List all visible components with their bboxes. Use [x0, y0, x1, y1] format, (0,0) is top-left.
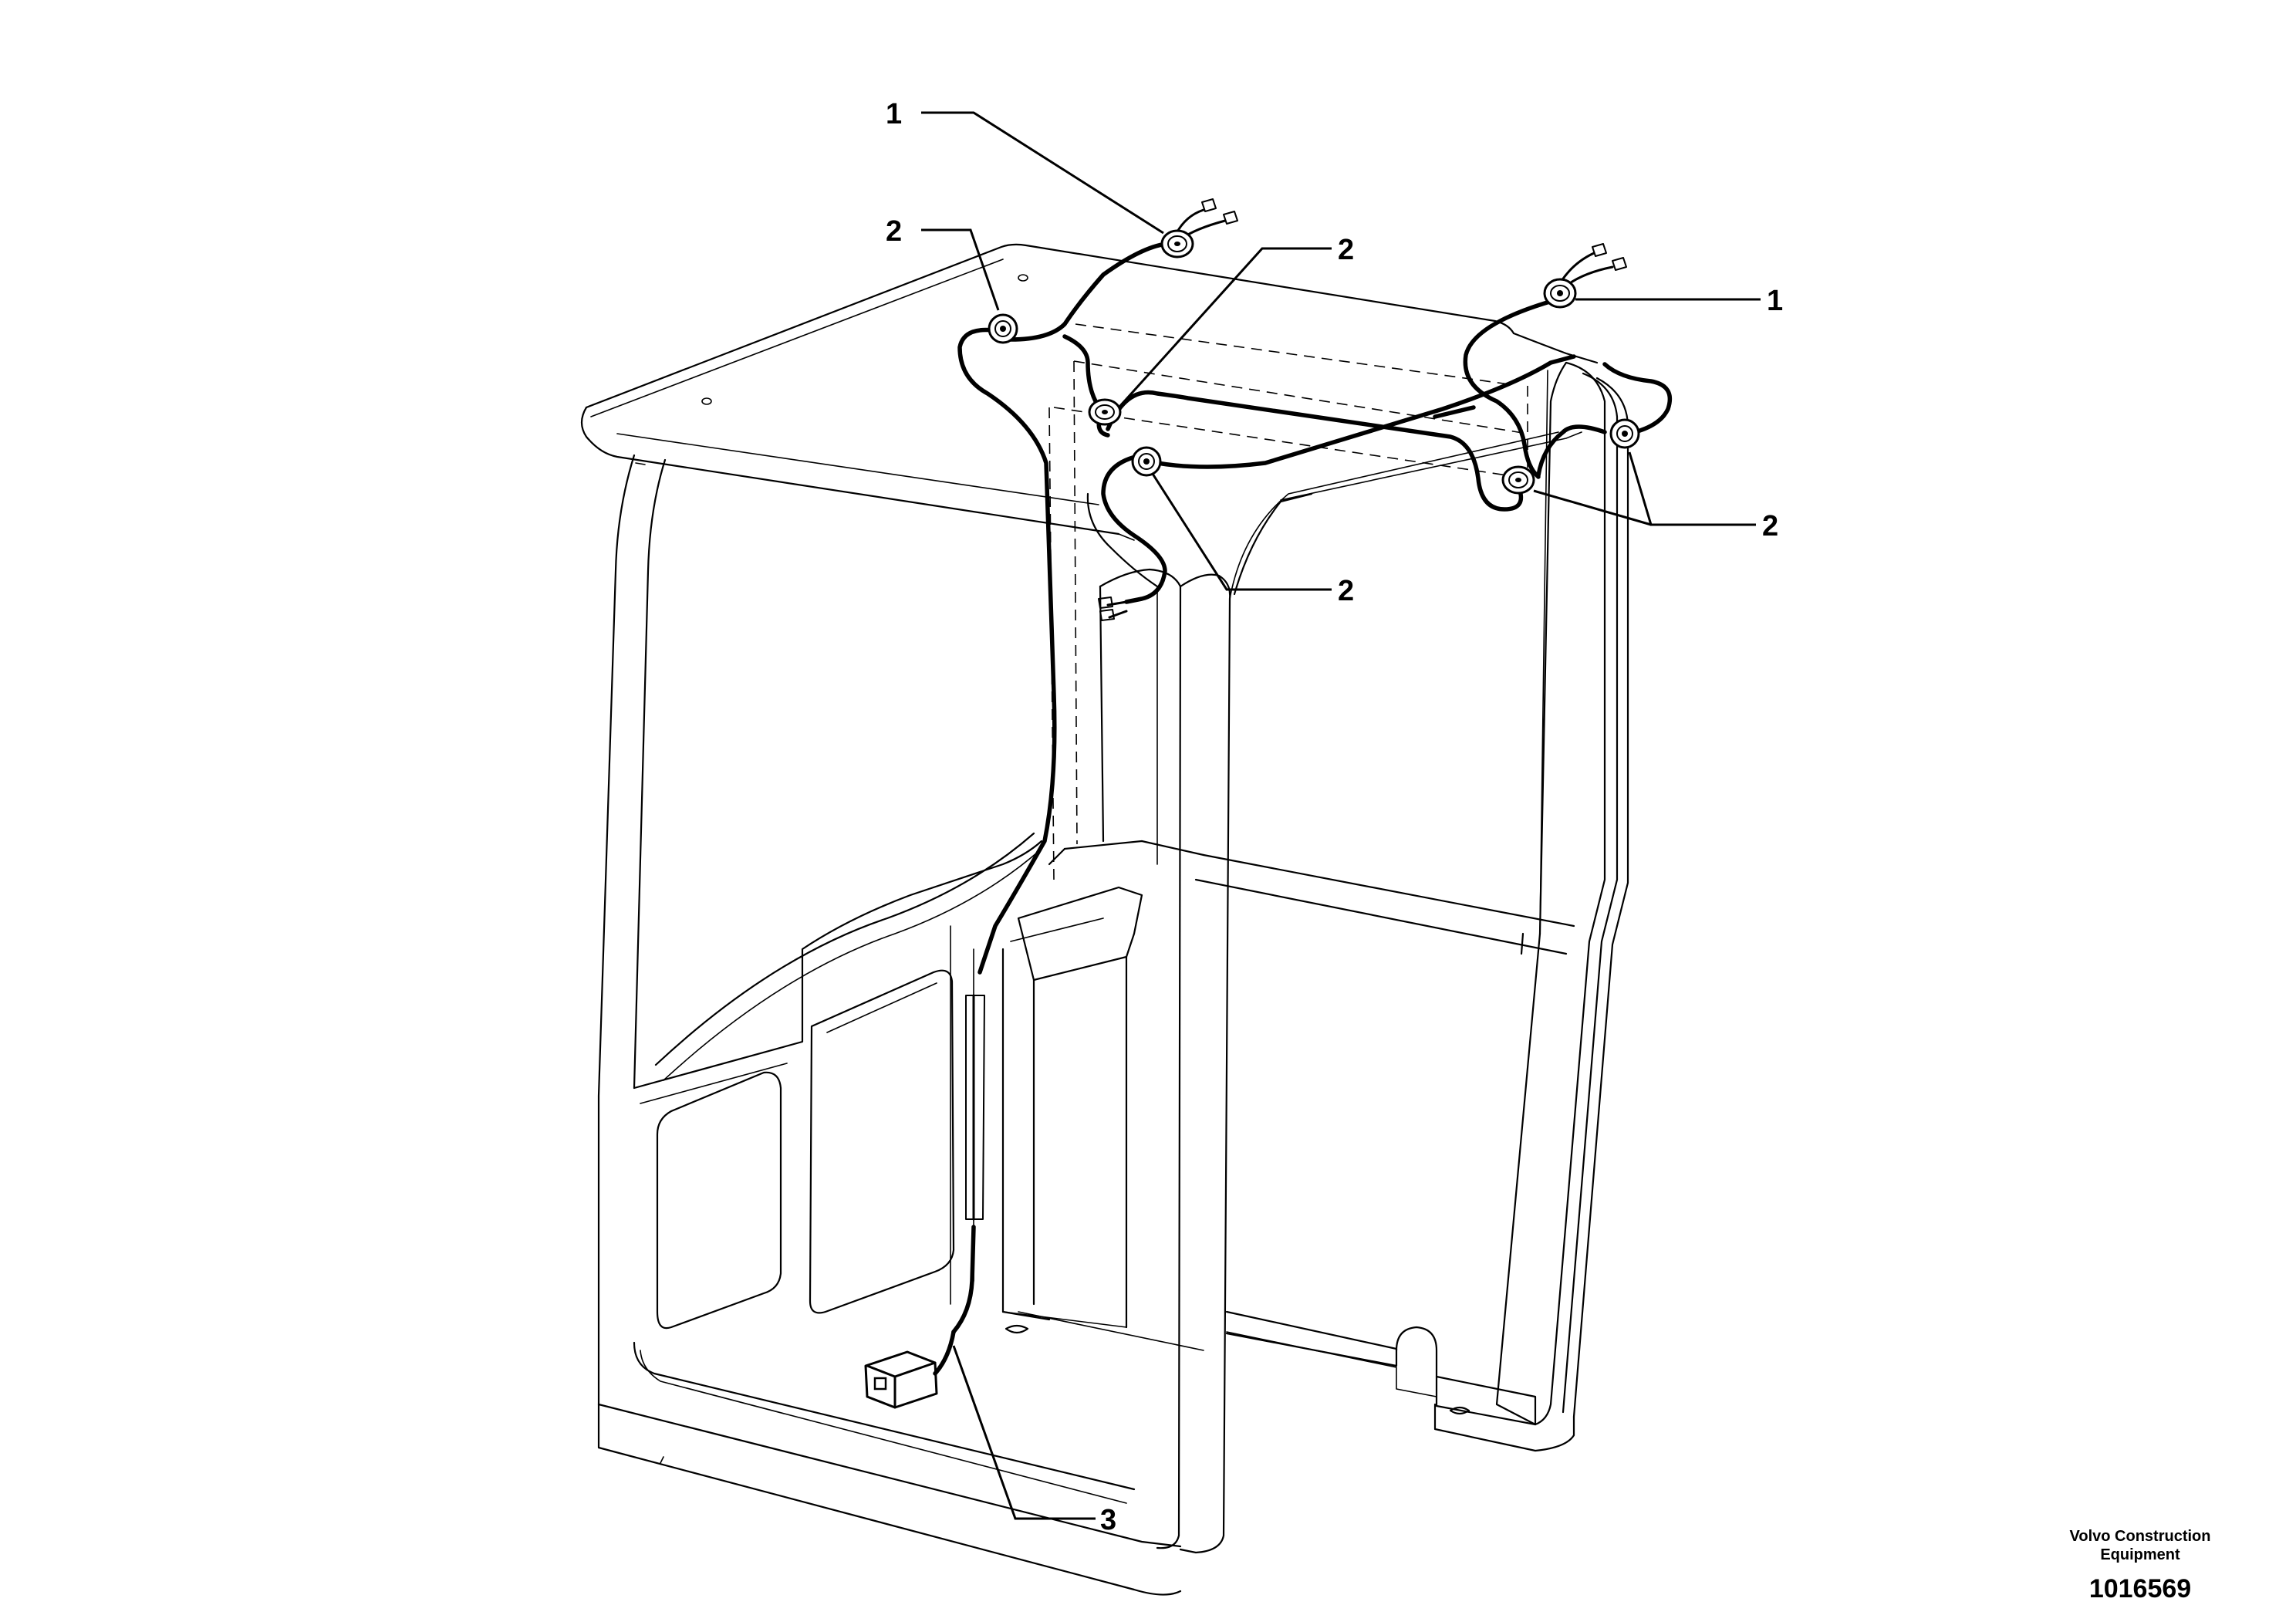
- dome-light-top-right: [1543, 278, 1577, 309]
- dome-light-left: [988, 313, 1018, 344]
- callout-label: 2: [1762, 510, 1778, 542]
- callout-label: 1: [886, 98, 902, 130]
- dome-light-center: [1088, 398, 1122, 426]
- callout-label: 2: [1338, 575, 1354, 607]
- callout-label: 3: [1100, 1504, 1116, 1536]
- dome-light-right: [1609, 418, 1640, 449]
- wire-harness: [864, 198, 1673, 1409]
- callout-label: 1: [1767, 285, 1783, 317]
- dome-light-top-left: [1160, 229, 1194, 259]
- cab-frame: [580, 243, 1629, 1596]
- dome-light-center-lower: [1131, 446, 1162, 477]
- document-number: 1016569: [2089, 1574, 2191, 1603]
- callout-label: 2: [886, 215, 902, 248]
- callout-label: 2: [1338, 234, 1354, 266]
- leader-lines: [921, 111, 1761, 1520]
- company-name-line2: Equipment: [2100, 1546, 2180, 1563]
- company-name-line1: Volvo Construction: [2070, 1528, 2211, 1545]
- dome-light-right-lower: [1501, 465, 1535, 495]
